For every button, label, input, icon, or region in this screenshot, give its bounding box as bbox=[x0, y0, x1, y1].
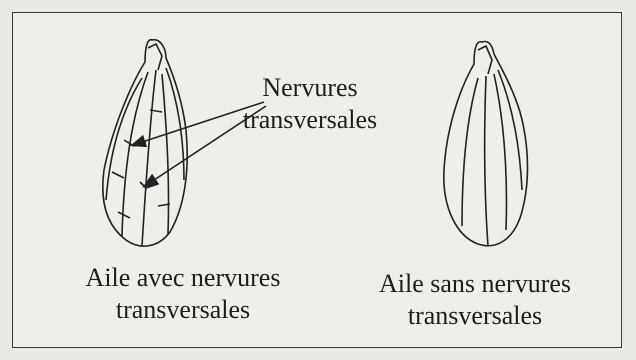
right-caption-line2: transversales bbox=[340, 300, 610, 332]
right-wing-vein bbox=[494, 74, 507, 230]
right-wing bbox=[444, 42, 528, 247]
right-caption-line1: Aile sans nervures bbox=[340, 268, 610, 300]
left-wing-vein bbox=[162, 74, 169, 234]
left-wing-vein bbox=[142, 70, 156, 246]
left-wing-cross-vein bbox=[112, 172, 124, 178]
left-wing bbox=[103, 40, 187, 246]
left-caption-line2: transversales bbox=[48, 294, 318, 326]
left-wing-caption: Aile avec nervures transversales bbox=[48, 262, 318, 326]
right-wing-caption: Aile sans nervures transversales bbox=[340, 268, 610, 332]
right-wing-vein bbox=[462, 78, 478, 226]
annotation-line1: Nervures bbox=[230, 72, 390, 104]
left-wing-vein bbox=[166, 68, 184, 180]
left-caption-line1: Aile avec nervures bbox=[48, 262, 318, 294]
left-wing-cross-vein bbox=[118, 212, 130, 218]
annotation-label: Nervures transversales bbox=[230, 72, 390, 136]
right-wing-tip bbox=[478, 46, 492, 74]
annotation-line2: transversales bbox=[230, 104, 390, 136]
left-wing-tip bbox=[148, 44, 162, 70]
right-wing-vein bbox=[485, 76, 488, 246]
